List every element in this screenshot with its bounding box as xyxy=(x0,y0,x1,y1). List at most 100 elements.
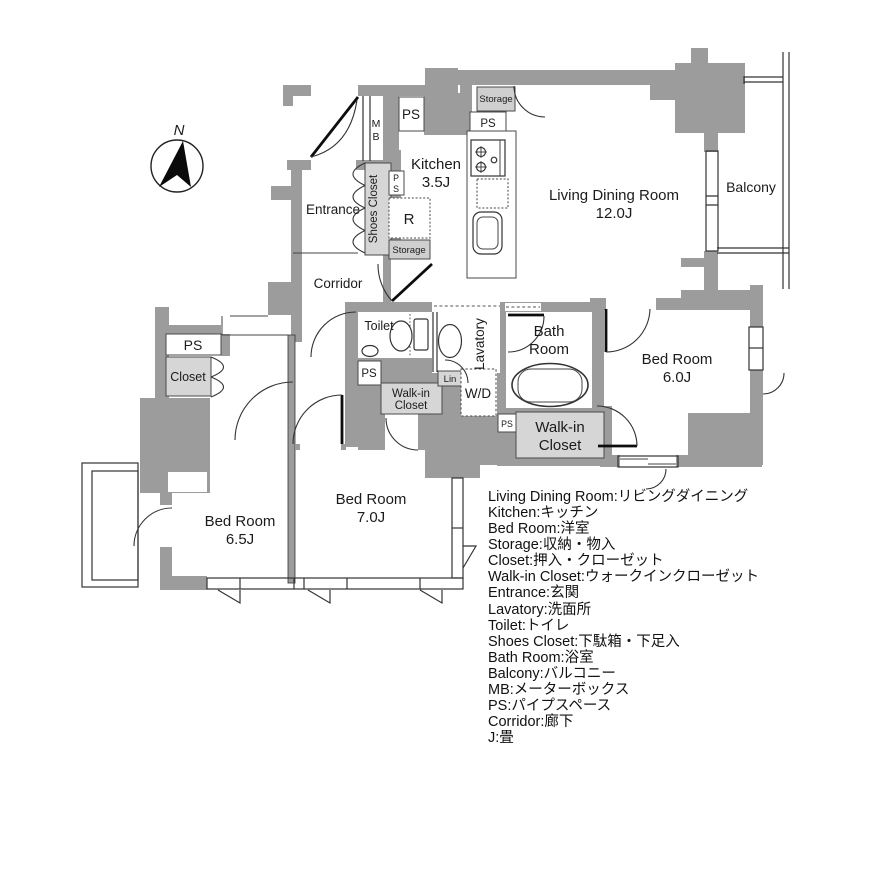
wall-segment xyxy=(295,444,300,450)
legend-item: MB:メーターボックス xyxy=(488,681,629,698)
slider-arc xyxy=(645,468,667,490)
wall-divider xyxy=(287,334,296,584)
wall-segment xyxy=(424,93,460,135)
wall-thin-line xyxy=(221,315,288,336)
compass-circle xyxy=(150,139,204,193)
stove-icon xyxy=(470,139,506,177)
ps-box-top xyxy=(398,96,425,132)
ps-box-bath xyxy=(497,413,517,433)
balcony-west-inner xyxy=(91,470,139,581)
storage-boxes xyxy=(165,86,605,459)
wall-pillar xyxy=(675,63,745,133)
door-opening xyxy=(159,505,174,547)
wall-segment xyxy=(271,186,291,200)
kitchen-label: Kitchen xyxy=(411,156,461,173)
closet-west-label: Closet xyxy=(170,370,206,384)
ps-kitchen-label-p: P xyxy=(393,173,399,183)
storage-box-kitchen xyxy=(388,239,431,260)
window-tick xyxy=(706,195,718,206)
ps-box-kitchen xyxy=(388,170,405,196)
fixtures xyxy=(361,139,589,408)
wall-segment xyxy=(681,258,705,267)
prep-area-dashed xyxy=(476,178,509,209)
shoes-closet-fold xyxy=(352,162,366,254)
toilet-tank-icon xyxy=(413,318,429,351)
storage-top-label: Storage xyxy=(479,94,512,105)
walkin-door-arc xyxy=(385,417,419,451)
compass-north-label: N xyxy=(174,122,185,139)
vent-triangle xyxy=(462,545,478,569)
wall-segment xyxy=(383,95,399,163)
partition-lines xyxy=(432,312,438,372)
legend-item: Kitchen:キッチン xyxy=(488,505,598,521)
wall-segment xyxy=(345,302,432,312)
legend-item: Walk-in Closet:ウォークインクローゼット xyxy=(488,568,759,585)
wall-segment xyxy=(460,70,472,135)
compass-needle-icon xyxy=(159,141,191,187)
bathtub-icon xyxy=(511,362,589,408)
bedroom-south-size-label: 7.0J xyxy=(357,509,385,526)
bath-label-line1: Bath xyxy=(534,323,565,340)
mb-label-m: M xyxy=(372,118,381,130)
legend-item: Balcony:バルコニー xyxy=(488,666,616,682)
entrance-door-leaf xyxy=(309,96,360,158)
storage-door-arc xyxy=(513,85,546,118)
shoes-closet-label: Shoes Closet xyxy=(368,174,380,243)
bedroom-west-door-arc xyxy=(234,381,294,441)
walkin-closet-small-box xyxy=(380,382,443,415)
ps-box-west xyxy=(165,333,222,356)
window-band-south xyxy=(206,577,464,590)
vent-triangle xyxy=(217,589,241,605)
storage-box-top xyxy=(476,86,516,112)
entrance-label: Entrance xyxy=(306,202,360,217)
washer-dryer-label: W/D xyxy=(465,386,491,401)
wall-segment xyxy=(681,290,761,300)
kitchen-sink-inner xyxy=(476,216,499,250)
balcony-rail xyxy=(717,52,790,289)
linen-label: Lin xyxy=(444,374,457,385)
window xyxy=(705,150,719,252)
toilet-label: Toilet xyxy=(364,319,394,333)
doors xyxy=(133,85,785,547)
wall-segment xyxy=(341,444,346,450)
window-divider xyxy=(239,578,421,589)
ps-kitchen-label-s: S xyxy=(393,184,399,194)
kitchen-sink-icon xyxy=(472,211,503,255)
legend-item: Living Dining Room:リビングダイニング xyxy=(488,488,748,505)
wall-segment xyxy=(691,48,708,64)
walkin-closet-right-box xyxy=(515,411,605,459)
legend-item: PS:パイプスペース xyxy=(488,697,611,714)
mb-lines xyxy=(362,96,371,161)
wall-segment xyxy=(704,251,718,298)
wall-segment xyxy=(383,256,391,304)
burner-icon xyxy=(490,156,498,164)
toilet-sink-icon xyxy=(361,344,379,358)
ps-top2-label: PS xyxy=(480,118,496,130)
shoes-closet-box xyxy=(364,162,392,256)
wall-segment xyxy=(268,282,293,315)
balcony-west-outer xyxy=(81,462,139,588)
toilet-bowl-icon xyxy=(389,320,413,352)
kitchen-door-arc xyxy=(377,263,393,302)
legend-item: Closet:押入・クローゼット xyxy=(488,552,664,569)
wall-segment xyxy=(650,80,678,100)
closet-fold xyxy=(210,356,225,398)
windows xyxy=(81,52,790,605)
wall-segment xyxy=(455,70,680,85)
lavatory-door-arc xyxy=(444,359,469,384)
balcony-partition-arc xyxy=(762,372,785,395)
wall-segment xyxy=(425,447,480,478)
legend: Living Dining Room:リビングダイニング Kitchen:キッチ… xyxy=(488,488,759,746)
wall-segment xyxy=(704,133,718,152)
wall-segment xyxy=(287,160,311,170)
kitchen-door-leaf xyxy=(391,262,433,303)
burner-cross xyxy=(475,146,487,158)
walkin-small-label-line2: Closet xyxy=(395,400,428,412)
wall-segment xyxy=(676,455,762,467)
kitchen-size-label: 3.5J xyxy=(422,174,450,191)
living-dining-size-label: 12.0J xyxy=(596,205,633,222)
west-balcony-door-arc xyxy=(133,507,173,547)
legend-item: Bath Room:浴室 xyxy=(488,649,594,666)
walkin-small-label-line1: Walk-in xyxy=(392,388,430,400)
wall-segment xyxy=(418,444,425,450)
